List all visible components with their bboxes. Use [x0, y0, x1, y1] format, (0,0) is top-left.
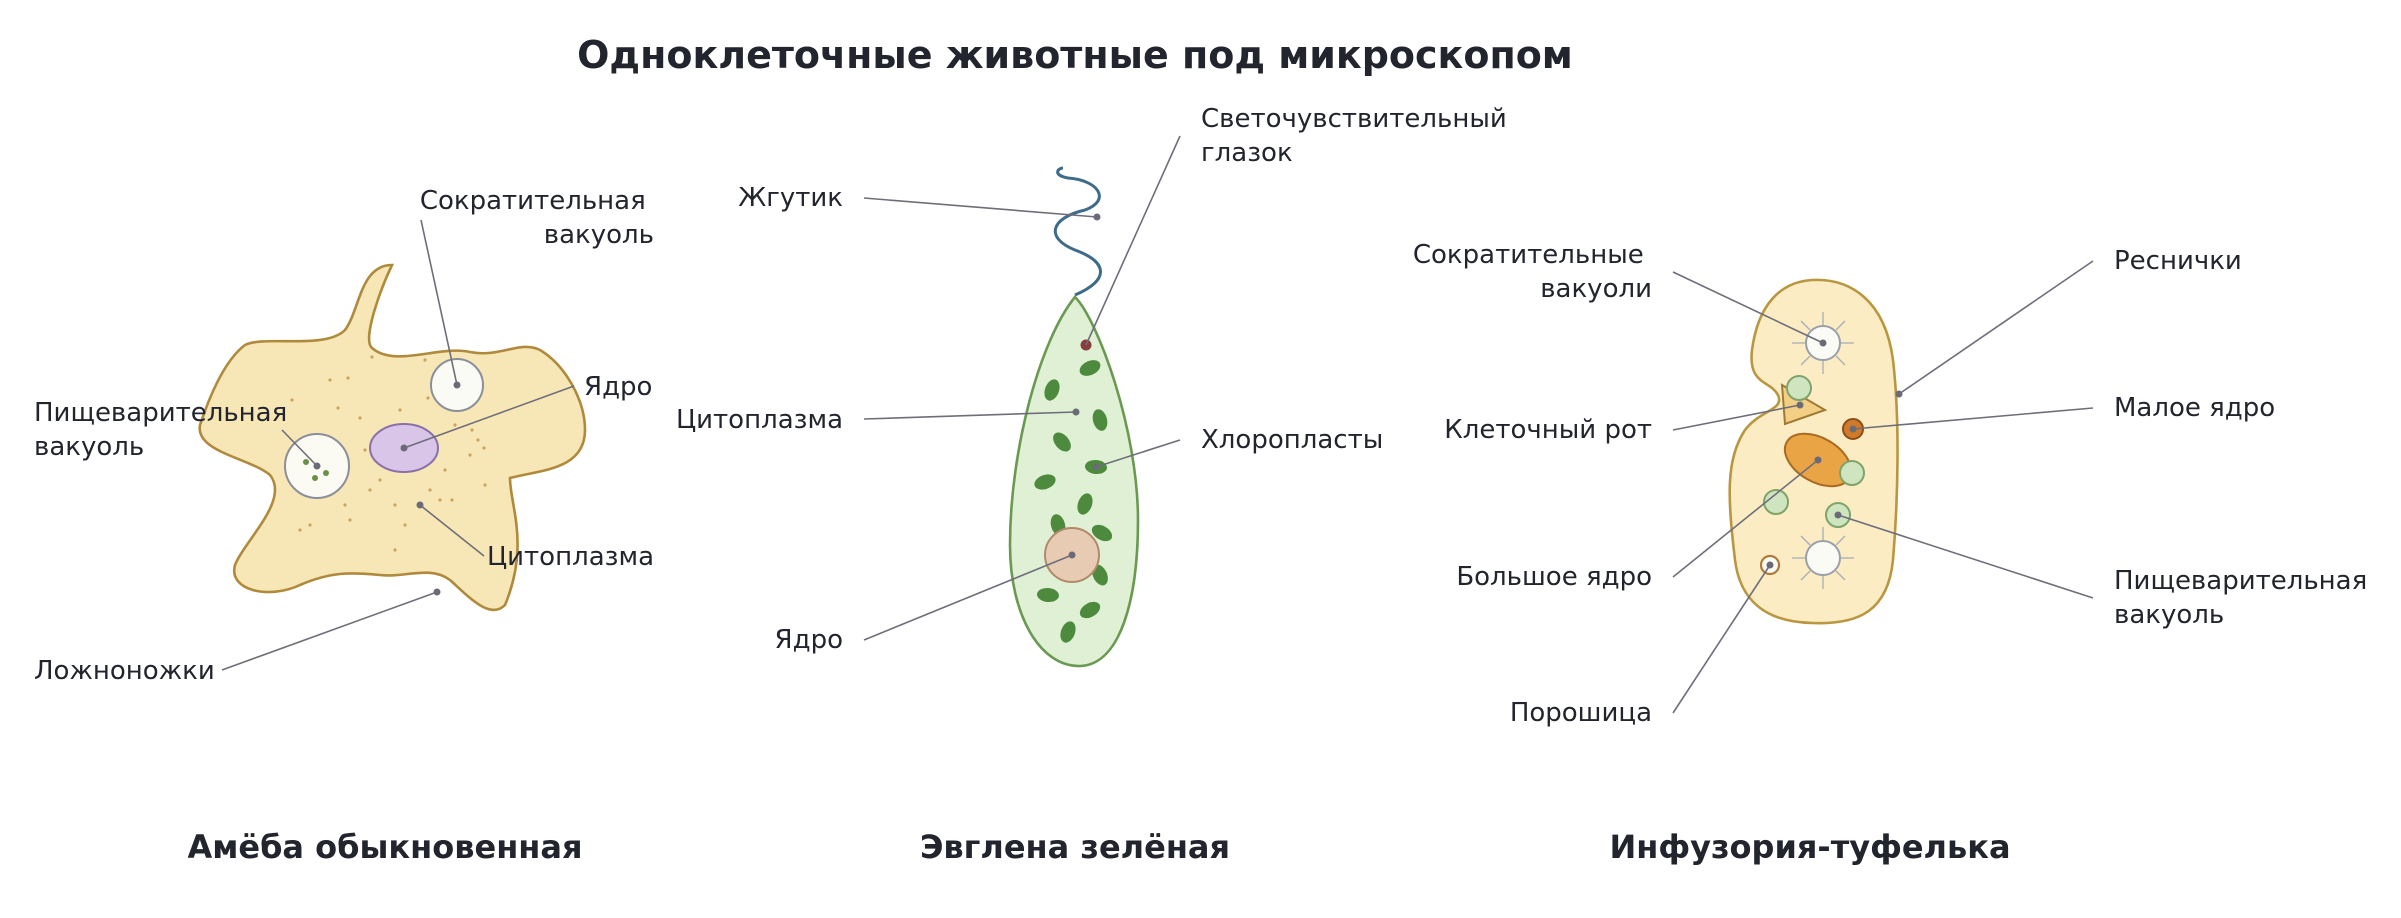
leader-euglena-nucleus: [863, 554, 1073, 641]
leader-euglena-chloroplasts: [1095, 439, 1181, 468]
amoeba-group: Сократительная вакуоль Ядро Пищеваритель…: [34, 186, 654, 866]
label-amoeba-digestive-vacuole: Пищеварительная вакуоль: [34, 398, 296, 462]
leader-para-anal-pore: [1672, 564, 1771, 714]
label-para-micronucleus: Малое ядро: [2114, 393, 2275, 423]
label-amoeba-nucleus: Ядро: [584, 372, 652, 402]
leader-para-mouth: [1672, 404, 1801, 431]
leader-euglena-cytoplasm: [863, 411, 1077, 420]
euglena-group: Жгутик Светочувствительный глазок Цитопл…: [676, 104, 1515, 866]
leader-para-micronucleus: [1852, 407, 2094, 430]
leader-amoeba-digestive: [281, 429, 318, 467]
label-para-mouth: Клеточный рот: [1444, 415, 1652, 445]
caption-paramecium: Инфузория-туфелька: [1609, 828, 2010, 866]
label-para-digestive-vacuole: Пищеварительная вакуоль: [2114, 566, 2376, 630]
euglena-flagellum: [1053, 166, 1102, 297]
label-euglena-chloroplasts: Хлоропласты: [1201, 425, 1383, 455]
leader-para-contractile: [1672, 271, 1824, 344]
leader-amoeba-cytoplasm: [419, 504, 485, 557]
paramecium-contractile-vacuole-bottom: [1792, 527, 1854, 589]
label-amoeba-cytoplasm: Цитоплазма: [487, 542, 654, 572]
label-euglena-flagellum: Жгутик: [738, 183, 843, 213]
label-euglena-nucleus: Ядро: [775, 625, 843, 655]
label-para-cilia: Реснички: [2114, 246, 2242, 276]
label-amoeba-contractile-vacuole: Сократительная вакуоль: [420, 186, 654, 250]
caption-euglena: Эвглена зелёная: [920, 828, 1230, 866]
label-para-anal-pore: Порошица: [1510, 698, 1652, 728]
euglena-chloroplasts: [1034, 360, 1113, 643]
label-euglena-cytoplasm: Цитоплазма: [676, 405, 843, 435]
leader-amoeba-nucleus: [403, 385, 575, 449]
label-amoeba-pseudopods: Ложноножки: [34, 656, 215, 686]
caption-amoeba: Амёба обыкновенная: [187, 828, 582, 866]
amoeba-food-particles: [303, 459, 329, 481]
diagram-title: Одноклеточные животные под микроскопом: [577, 33, 1573, 77]
label-euglena-eyespot: Светочувствительный глазок: [1201, 104, 1515, 168]
leader-amoeba-contractile: [420, 219, 458, 386]
euglena-body: [1008, 295, 1140, 668]
leader-para-macronucleus: [1672, 459, 1819, 578]
leader-para-cilia: [1898, 260, 2094, 395]
paramecium-group: Сократительные вакуоли Реснички Клеточны…: [1413, 240, 2376, 866]
leader-para-digestive: [1837, 514, 2094, 599]
leader-euglena-eyespot: [1085, 135, 1181, 346]
label-para-contractile-vacuoles: Сократительные вакуоли: [1413, 240, 1652, 304]
label-para-macronucleus: Большое ядро: [1456, 562, 1652, 592]
leader-amoeba-pseudopods: [221, 591, 438, 671]
leader-euglena-flagellum: [863, 197, 1098, 218]
